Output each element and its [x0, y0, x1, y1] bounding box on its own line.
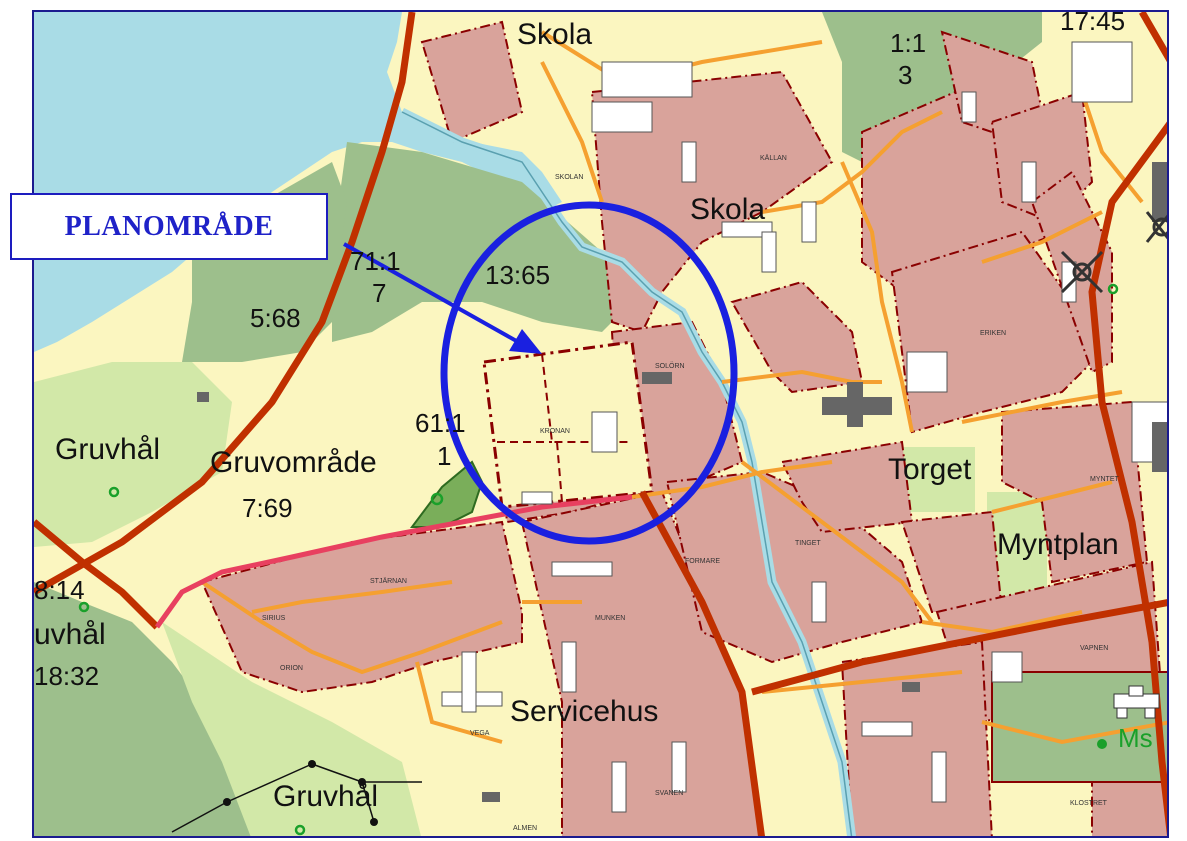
block-tinget: TINGET: [795, 540, 821, 547]
forest-north: [332, 142, 642, 342]
label-r814: 8:14: [34, 575, 85, 605]
block-vapnen: VAPNEN: [1080, 645, 1109, 652]
creek-edge: [401, 111, 853, 836]
block-kallan: KÄLLAN: [760, 155, 787, 162]
ms-building-symbol: [1113, 685, 1160, 719]
plan-parcel-inner: [497, 353, 632, 503]
label-myntplan: Myntplan: [997, 528, 1119, 561]
block-myntet: MYNTET: [1090, 476, 1119, 483]
label-uvhal: uvhål: [34, 618, 106, 651]
block-klostret: KLOSTRET: [1070, 800, 1107, 807]
main-roads: [34, 12, 1167, 836]
label-skola-top: Skola: [517, 18, 593, 51]
label-r1832: 18:32: [34, 661, 100, 691]
block-svanen: SVANEN: [655, 790, 684, 797]
pylon-symbols: [1060, 211, 1167, 294]
label-r568: 5:68: [250, 303, 301, 333]
label-r611-a: 61:1: [415, 408, 466, 438]
label-r769: 7:69: [242, 493, 293, 523]
map-frame: [32, 10, 1169, 838]
meadow-west: [34, 362, 232, 547]
green-markers: [78, 283, 1119, 836]
label-torget: Torget: [888, 453, 972, 486]
label-gruvomrade: Gruvområde: [210, 446, 377, 479]
label-r611-b: 1: [437, 441, 452, 471]
planomrade-callout: PLANOMRÅDE: [10, 193, 328, 260]
block-solorn: SOLÖRN: [655, 363, 685, 370]
label-r11-a: 1:1: [890, 28, 927, 58]
callout-arrow: [343, 242, 542, 354]
block-vega: VEGA: [470, 730, 490, 737]
power-line-nodes: [223, 760, 378, 826]
meadow-south: [162, 622, 421, 836]
label-servicehus: Servicehus: [510, 695, 659, 728]
label-ms: Ms: [1118, 723, 1153, 753]
label-r71-a: 71:1: [350, 246, 401, 276]
forest-southwest: [34, 582, 251, 836]
map-canvas[interactable]: [34, 12, 1169, 838]
ms-dot: [1097, 739, 1107, 749]
label-time-top: 17:45: [1060, 6, 1126, 36]
label-skola-mid: Skola: [690, 193, 766, 226]
block-kronan: KRONAN: [540, 428, 570, 435]
plan-parcel: [482, 340, 654, 509]
planomrade-callout-text: PLANOMRÅDE: [64, 210, 274, 242]
block-eriken: ERIKEN: [980, 330, 1007, 337]
buildings: [441, 41, 1167, 813]
lake-area: [34, 12, 562, 352]
label-r71-b: 7: [372, 278, 387, 308]
planomrade-ellipse: [440, 201, 738, 545]
dark-buildings: [197, 162, 1167, 802]
block-munken: MUNKEN: [595, 615, 626, 622]
block-formare: FORMARE: [685, 558, 720, 565]
block-skolan: SKOLAN: [555, 174, 584, 181]
block-almen: ALMEN: [513, 825, 538, 832]
label-gruvhal-bottom: Gruvhål: [273, 780, 379, 813]
label-r1365: 13:65: [485, 260, 551, 290]
block-orion: ORION: [280, 665, 303, 672]
label-gruvhal-left: Gruvhål: [55, 433, 161, 466]
block-stjarnan: STJÄRNAN: [370, 578, 407, 585]
label-r11-b: 3: [898, 60, 913, 90]
block-sirius: SIRIUS: [262, 615, 286, 622]
pink-road: [154, 494, 633, 629]
